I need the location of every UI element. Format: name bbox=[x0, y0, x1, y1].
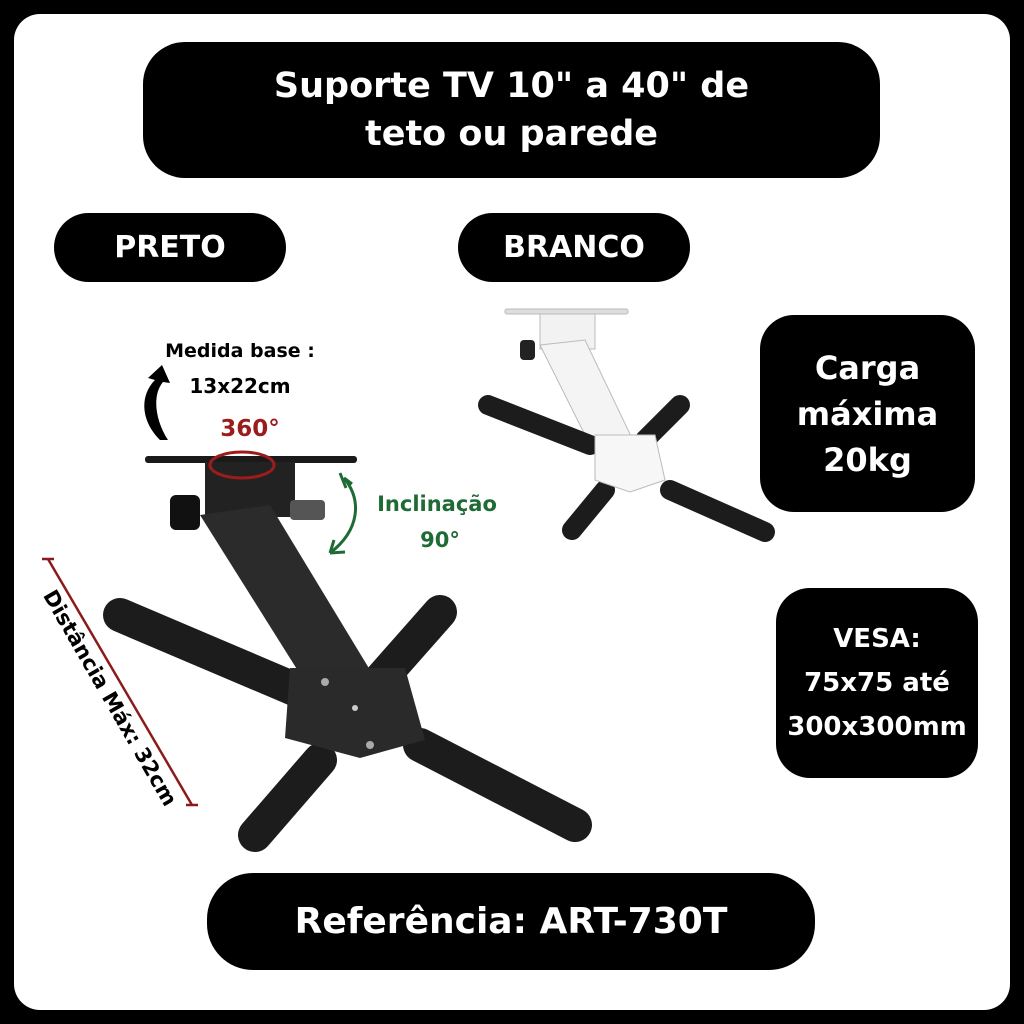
white-mount-image bbox=[478, 308, 775, 542]
load-line-1: Carga bbox=[814, 348, 921, 387]
variant-white-label: BRANCO bbox=[458, 213, 690, 282]
title-line-2: teto ou parede bbox=[364, 114, 659, 154]
rotation-arrow-icon bbox=[144, 365, 170, 440]
load-line-2: máxima bbox=[796, 394, 939, 433]
base-size-label: Medida base : bbox=[165, 340, 315, 362]
black-mount-image bbox=[103, 456, 592, 852]
reference-banner: Referência: ART-730T bbox=[207, 873, 815, 970]
tilt-value: 90° bbox=[420, 528, 460, 552]
load-line-3: 20kg bbox=[823, 440, 912, 479]
tilt-arrow-icon bbox=[329, 477, 357, 555]
tilt-label: Inclinação bbox=[377, 492, 497, 516]
variant-black-label: PRETO bbox=[54, 213, 286, 282]
rotation-circle-icon bbox=[208, 450, 276, 480]
load-capacity-badge: Carga máxima 20kg bbox=[760, 315, 975, 512]
vesa-line-1: VESA: bbox=[833, 624, 921, 654]
vesa-line-2: 75x75 até bbox=[804, 668, 950, 698]
distance-line bbox=[42, 557, 198, 807]
vesa-badge: VESA: 75x75 até 300x300mm bbox=[776, 588, 978, 778]
vesa-line-3: 300x300mm bbox=[787, 712, 967, 742]
rotation-label: 360° bbox=[220, 416, 280, 442]
base-size-value: 13x22cm bbox=[189, 374, 291, 398]
title-line-1: Suporte TV 10" a 40" de bbox=[273, 66, 750, 106]
title-banner: Suporte TV 10" a 40" de teto ou parede bbox=[143, 42, 880, 178]
